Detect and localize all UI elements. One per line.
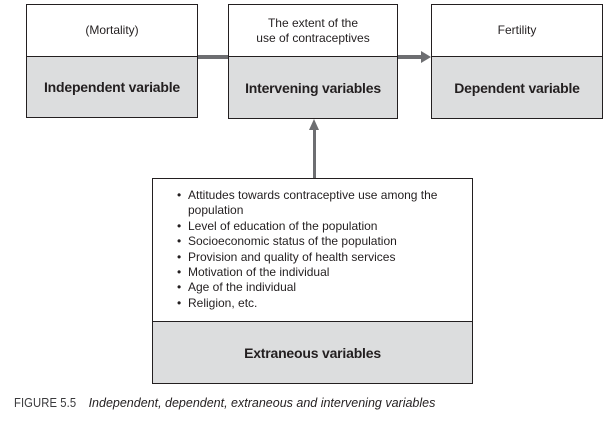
list-item: • Motivation of the individual bbox=[177, 265, 445, 280]
independent-variable-label: Independent variable bbox=[27, 57, 197, 117]
bullet-icon: • bbox=[177, 280, 182, 295]
box-intervening-variables: The extent of the use of contraceptives … bbox=[228, 4, 398, 119]
list-item: • Socioeconomic status of the population bbox=[177, 234, 445, 249]
bullet-icon: • bbox=[177, 249, 182, 264]
dependent-variable-label: Dependent variable bbox=[432, 57, 602, 118]
list-item: • Attitudes towards contraceptive use amo… bbox=[177, 188, 445, 219]
extraneous-item-text: Attitudes towards contraceptive use amon… bbox=[188, 188, 438, 218]
extraneous-item-text: Age of the individual bbox=[188, 280, 297, 295]
bullet-icon: • bbox=[177, 218, 182, 233]
list-item: • Age of the individual bbox=[177, 280, 445, 295]
extraneous-item-text: Level of education of the population bbox=[188, 218, 378, 233]
right-arrow-shaft bbox=[398, 55, 423, 59]
extraneous-item-text: Religion, etc. bbox=[188, 295, 258, 310]
intervening-example-line2: use of contraceptives bbox=[256, 30, 370, 45]
intervening-example-line1: The extent of the bbox=[267, 15, 359, 30]
intervening-variables-label: Intervening variables bbox=[229, 57, 397, 118]
extraneous-item-text: Socioeconomic status of the population bbox=[188, 234, 397, 249]
dependent-example-text: Fertility bbox=[432, 5, 602, 57]
extraneous-item-text: Motivation of the individual bbox=[188, 265, 330, 280]
list-item: • Level of education of the population bbox=[177, 219, 445, 234]
bullet-icon: • bbox=[177, 188, 182, 202]
up-arrow-shaft bbox=[312, 129, 316, 178]
box-extraneous-variables: • Attitudes towards contraceptive use amo… bbox=[152, 178, 473, 384]
box-dependent-variable: Fertility Dependent variable bbox=[431, 4, 603, 119]
box-independent-variable: (Mortality) Independent variable bbox=[26, 4, 198, 118]
bullet-icon: • bbox=[177, 265, 182, 280]
intervening-example-text: The extent of the use of contraceptives bbox=[229, 5, 397, 57]
list-item: • Provision and quality of health service… bbox=[177, 250, 445, 265]
extraneous-item-text: Provision and quality of health services bbox=[188, 249, 396, 264]
independent-example-text: (Mortality) bbox=[27, 5, 197, 57]
bullet-icon: • bbox=[177, 295, 182, 310]
extraneous-variables-label: Extraneous variables bbox=[153, 322, 472, 383]
figure-number: FIGURE 5.5 bbox=[14, 396, 77, 410]
list-item: • Religion, etc. bbox=[177, 296, 445, 311]
right-arrow-icon bbox=[421, 50, 431, 63]
figure-caption-text: Independent, dependent, extraneous and i… bbox=[88, 396, 436, 410]
extraneous-factor-list: • Attitudes towards contraceptive use amo… bbox=[153, 179, 472, 322]
bullet-icon: • bbox=[177, 234, 182, 249]
connector-line bbox=[198, 55, 228, 59]
up-arrow-icon bbox=[308, 119, 319, 130]
figure-caption: FIGURE 5.5 Independent, dependent, extra… bbox=[14, 396, 435, 410]
